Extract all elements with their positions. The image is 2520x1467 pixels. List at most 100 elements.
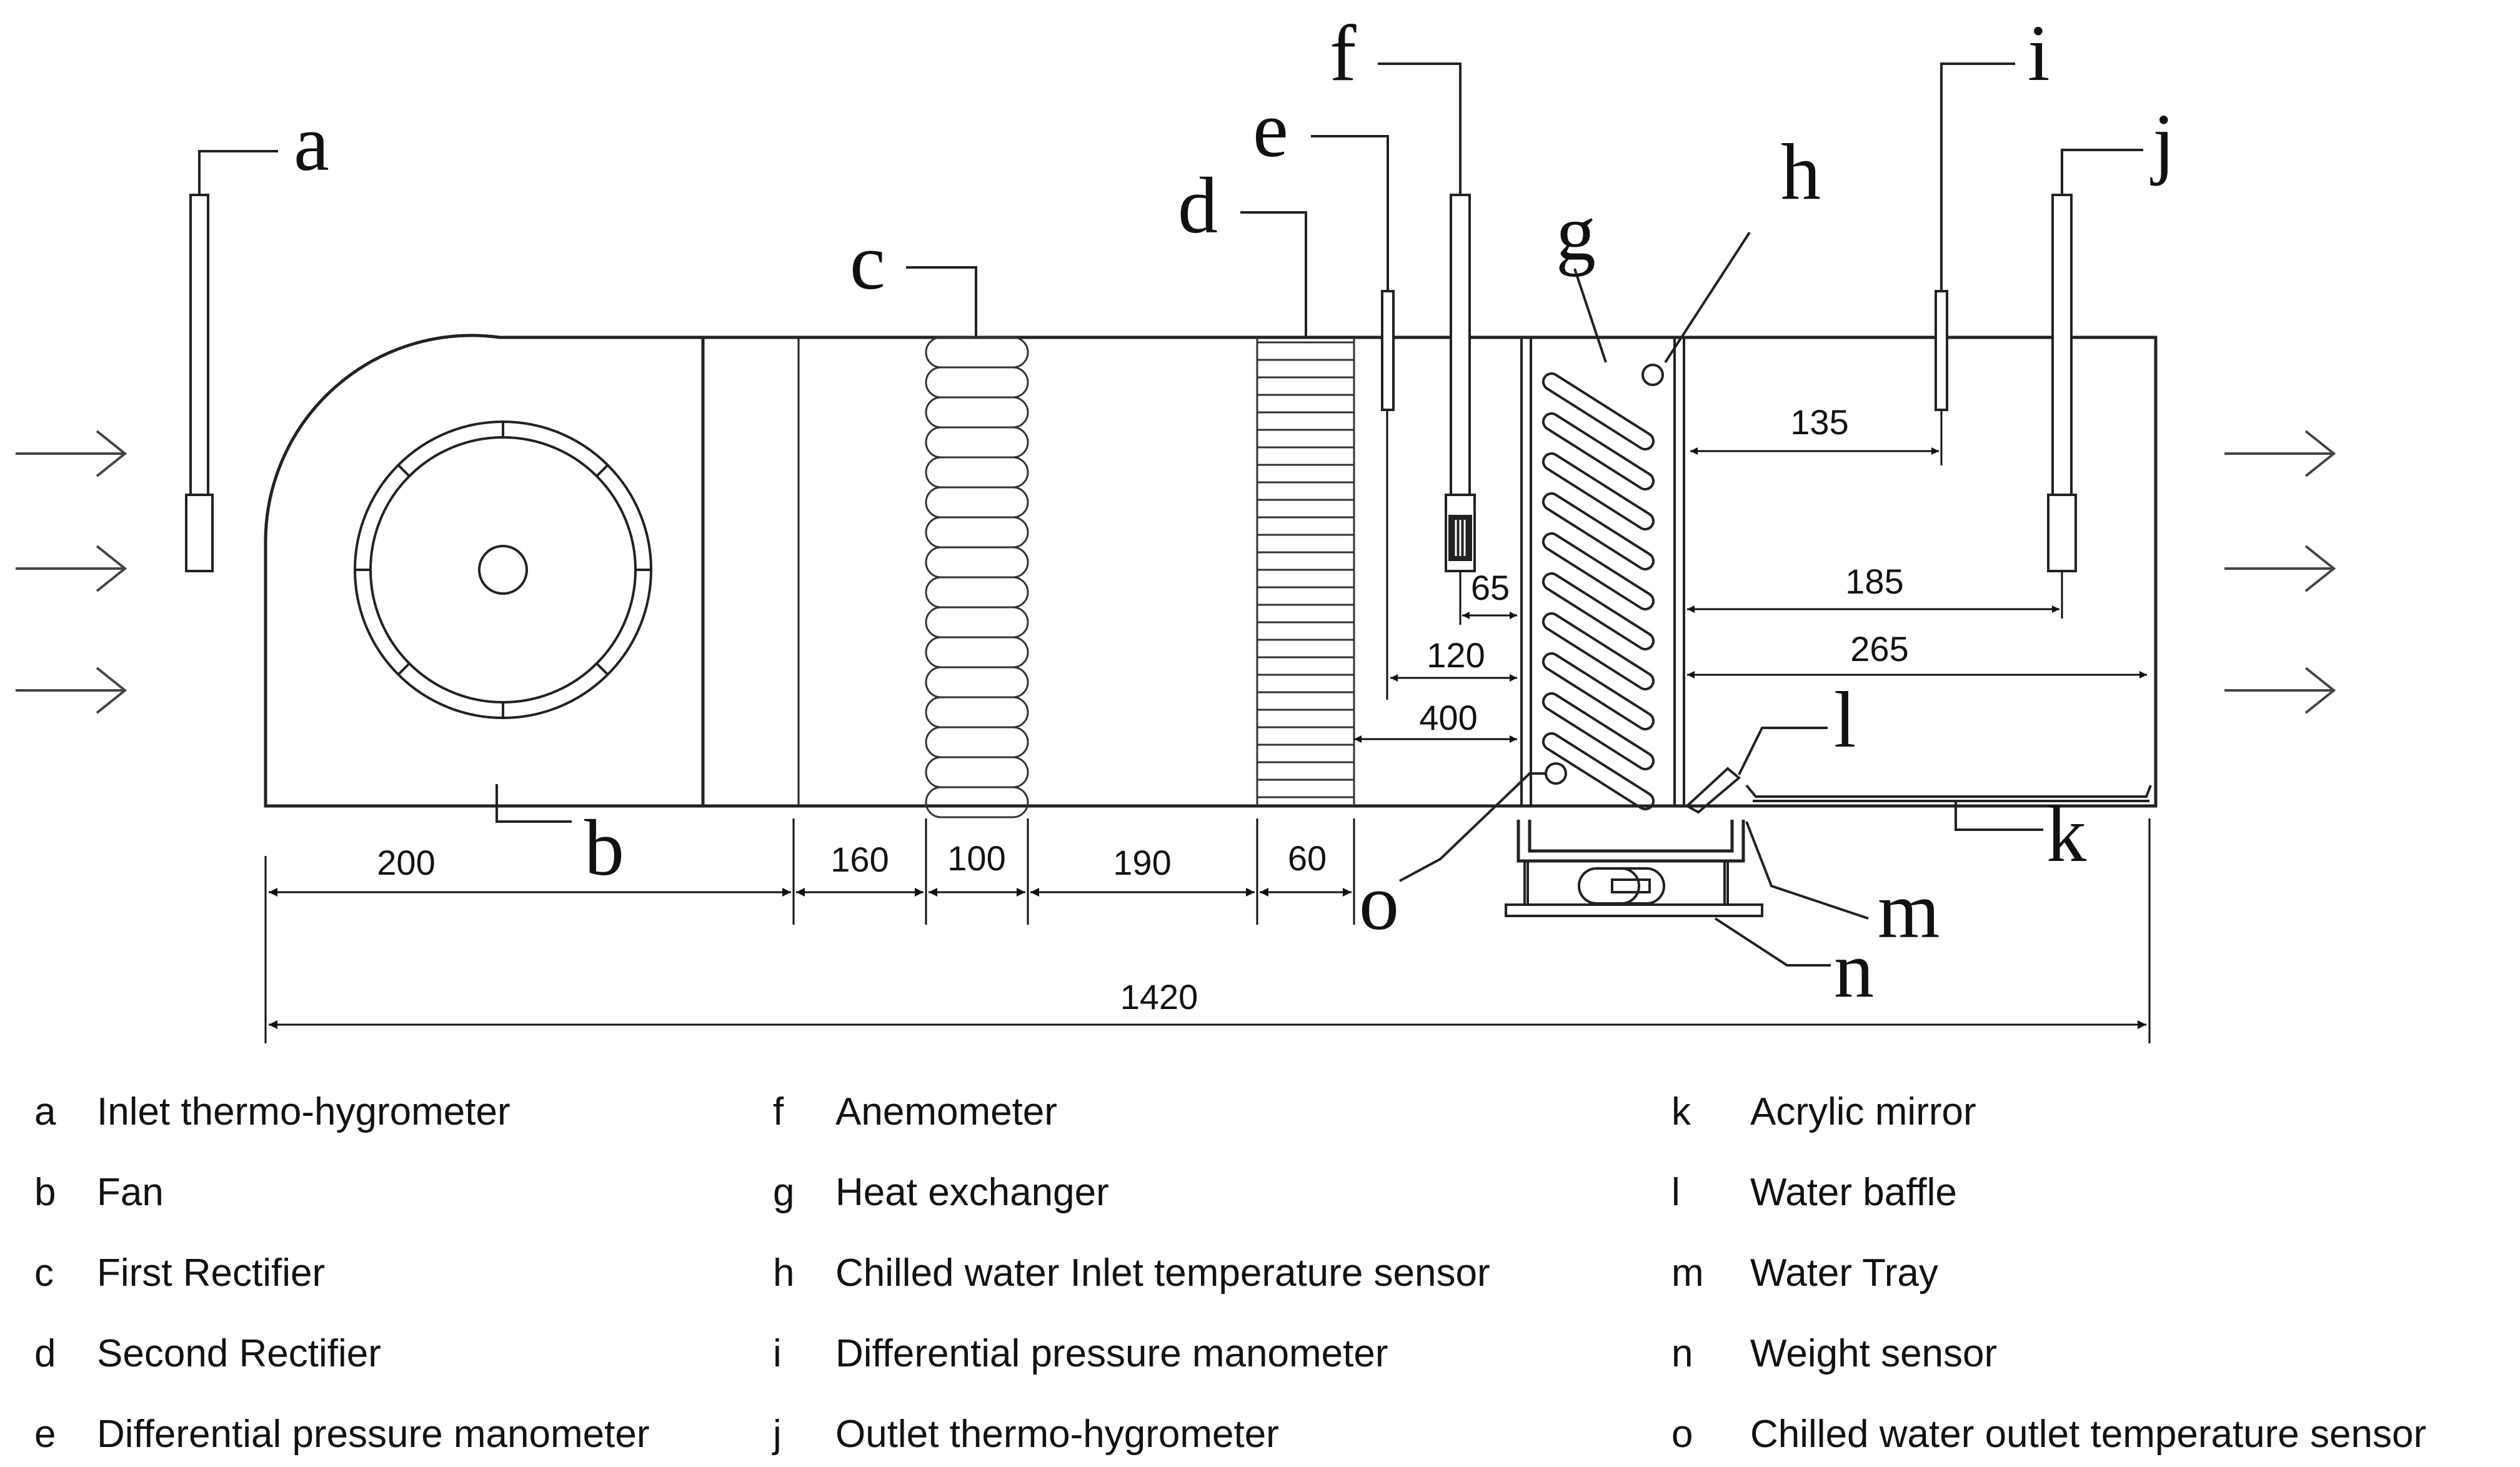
coil-tube: [1542, 532, 1655, 610]
internal-dimensions: [1354, 410, 2147, 743]
legend-key: g: [773, 1171, 795, 1214]
first-rectifier: [925, 336, 1029, 818]
label-a: a: [294, 99, 329, 187]
legend: a Inlet thermo-hygrometer b Fan c First …: [0, 1062, 2520, 1467]
honeycomb-cell: [925, 546, 1029, 579]
legend-text: Water baffle: [1750, 1171, 1957, 1214]
chilled-water-outlet-sensor-icon: [1545, 762, 1567, 785]
honeycomb-cell: [925, 666, 1029, 699]
label-m: m: [1878, 866, 1940, 955]
honeycomb-cell: [925, 516, 1029, 549]
inlet-pressure-probe-icon: [1381, 290, 1395, 411]
legend-text: Differential pressure manometer: [835, 1332, 1388, 1375]
honeycomb-cell: [925, 606, 1029, 639]
label-n: n: [1834, 925, 1874, 1014]
second-rectifier: [1256, 337, 1355, 806]
water-baffle: [1685, 767, 1741, 814]
label-k: k: [2046, 790, 2086, 878]
legend-text: Anemometer: [835, 1090, 1057, 1133]
label-o: o: [1359, 858, 1399, 947]
coil-tube: [1542, 412, 1655, 490]
inlet-thermo-hygrometer-icon: [185, 194, 214, 572]
legend-text: Outlet thermo-hygrometer: [835, 1413, 1279, 1456]
heat-exchanger: [1520, 337, 1685, 810]
outlet-pressure-probe-icon: [1935, 290, 1948, 411]
coil-tube: [1542, 572, 1655, 650]
coil-tube: [1542, 612, 1655, 690]
outlet-airflow-arrows: [2224, 430, 2336, 714]
legend-text: Chilled water Inlet temperature sensor: [835, 1251, 1490, 1295]
coil-tube: [1542, 652, 1655, 730]
wind-tunnel-schematic: 200 160 100 190 60 1420 65 120 400 135 1…: [16, 9, 2336, 1043]
honeycomb-cell: [925, 576, 1029, 609]
legend-text: Chilled water outlet temperature sensor: [1750, 1413, 2427, 1456]
coil-tube: [1542, 492, 1655, 570]
label-g: g: [1556, 188, 1596, 277]
leader-lines: [198, 62, 2143, 967]
label-l: l: [1834, 675, 1856, 764]
legend-key: c: [34, 1251, 54, 1295]
honeycomb-cell: [925, 426, 1029, 459]
dim-400: 400: [1419, 698, 1477, 737]
dim-190: 190: [1113, 843, 1171, 882]
legend-key: l: [1671, 1171, 1680, 1214]
dim-160: 160: [830, 840, 889, 879]
label-i: i: [2028, 9, 2050, 97]
dim-100: 100: [947, 838, 1005, 878]
legend-key: o: [1671, 1413, 1693, 1456]
honeycomb-cell: [925, 336, 1029, 369]
legend-text: Water Tray: [1750, 1251, 1938, 1295]
dim-60: 60: [1288, 838, 1327, 878]
honeycomb-cell: [925, 726, 1029, 758]
legend-key: j: [773, 1413, 782, 1456]
legend-text: Differential pressure manometer: [97, 1413, 650, 1456]
dim-120: 120: [1427, 635, 1485, 675]
legend-text: Inlet thermo-hygrometer: [97, 1090, 510, 1133]
legend-text: Fan: [97, 1171, 164, 1214]
legend-text: Heat exchanger: [835, 1171, 1109, 1214]
dim-65: 65: [1471, 568, 1510, 607]
dim-1420: 1420: [1120, 977, 1198, 1017]
fan-icon: [354, 420, 652, 719]
legend-text: Acrylic mirror: [1750, 1090, 1976, 1133]
dim-135: 135: [1790, 402, 1848, 442]
legend-key: k: [1671, 1090, 1691, 1133]
legend-key: m: [1671, 1251, 1704, 1295]
acrylic-mirror: [1745, 784, 2152, 798]
label-f: f: [1330, 9, 1357, 97]
inlet-airflow-arrows: [16, 430, 127, 714]
honeycomb-cell: [925, 786, 1029, 818]
label-j: j: [2150, 97, 2175, 186]
honeycomb-cell: [925, 366, 1029, 399]
legend-key: a: [34, 1090, 56, 1133]
coil-tube: [1542, 452, 1655, 530]
chilled-water-inlet-sensor-icon: [1641, 364, 1664, 386]
dim-185: 185: [1845, 562, 1903, 601]
label-b: b: [584, 803, 624, 892]
honeycomb-cell: [925, 756, 1029, 788]
legend-key: d: [34, 1332, 56, 1375]
legend-text: First Rectifier: [97, 1251, 326, 1295]
dim-265: 265: [1850, 629, 1908, 669]
anemometer-icon: [1445, 194, 1476, 572]
legend-key: n: [1671, 1332, 1693, 1375]
label-c: c: [850, 217, 885, 306]
legend-key: b: [34, 1171, 56, 1214]
coil-tube: [1542, 732, 1655, 810]
label-h: h: [1781, 127, 1821, 216]
legend-text: Second Rectifier: [97, 1332, 381, 1375]
bottom-dimensions: [264, 818, 2151, 1043]
honeycomb-cell: [925, 636, 1029, 669]
label-e: e: [1253, 85, 1288, 174]
honeycomb-cell: [925, 486, 1029, 519]
weight-sensor: [1505, 860, 1763, 917]
legend-key: h: [773, 1251, 795, 1295]
dim-200: 200: [377, 843, 435, 882]
legend-key: i: [773, 1332, 782, 1375]
legend-key: e: [34, 1413, 56, 1456]
label-d: d: [1178, 161, 1218, 250]
outlet-thermo-hygrometer-icon: [2047, 194, 2077, 572]
honeycomb-cell: [925, 696, 1029, 729]
honeycomb-cell: [925, 456, 1029, 489]
duct-body: [264, 334, 2158, 808]
